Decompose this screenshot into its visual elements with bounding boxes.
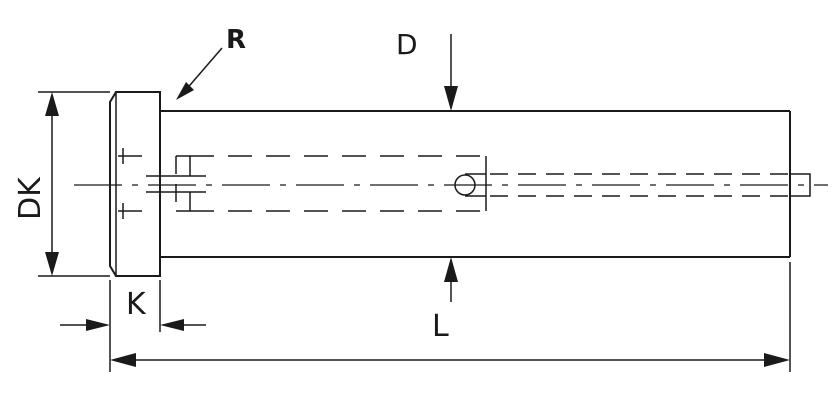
- label-dk: DK: [13, 176, 48, 220]
- diameter-d-arrows: [444, 34, 458, 302]
- label-r: R: [226, 25, 246, 55]
- label-k: K: [126, 287, 147, 322]
- radius-leader: [176, 47, 223, 100]
- hidden-bore-lines: [118, 148, 487, 219]
- pin-shaft: [160, 110, 791, 258]
- label-l: L: [432, 309, 449, 344]
- k-dimension: [60, 280, 206, 372]
- label-d: D: [396, 28, 418, 61]
- dk-dimension: [38, 91, 110, 277]
- l-dimension: [110, 262, 791, 372]
- pin-head: [109, 91, 161, 277]
- hidden-end-bore-lines: [490, 173, 811, 197]
